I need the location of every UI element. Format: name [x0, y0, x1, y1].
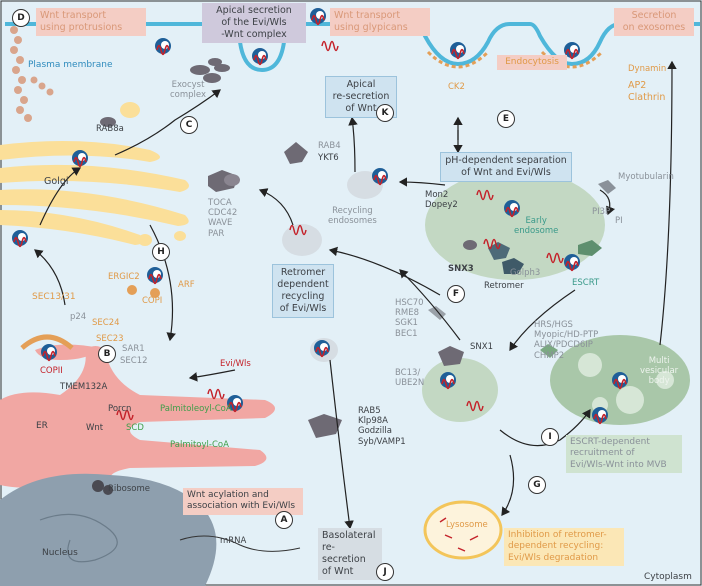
wnt-label: Wnt: [86, 423, 104, 433]
toca-group-label: TOCA CDC42 WAVE PAR: [208, 198, 238, 239]
golgi-label: Golgi: [44, 176, 69, 187]
copi-label: COPI: [142, 296, 163, 306]
rab8a-label: RAB8a: [96, 124, 124, 134]
marker-a: A: [275, 511, 293, 529]
sar1-label: SAR1: [122, 344, 145, 354]
palmitoyl-label: Palmitoyl-CoA: [170, 440, 229, 450]
clathrin-label: Clathrin: [628, 92, 666, 103]
wnt-protrusions-label: Wnt transport using protrusions: [36, 8, 146, 36]
pathway-arrows: [34, 60, 677, 530]
ap2-label: AP2: [628, 80, 647, 91]
rab5-group-label: RAB5 Klp98A Godzilla Syb/VAMP1: [358, 406, 406, 447]
wnt-glypicans-label: Wnt transport using glypicans: [330, 8, 430, 36]
early-endosome-shape: [425, 170, 605, 280]
ribosome-label: Ribosome: [108, 484, 151, 494]
pi3p-label: PI3P: [592, 207, 611, 217]
hrs-group-label: HRS/HGS Myopic/HD-PTP ALIX/PDCD6IP CHMP2: [534, 320, 599, 361]
escrt-dependent-label: ESCRT-dependent recruitment of Evi/Wls-W…: [566, 435, 682, 473]
p24-label: p24: [70, 312, 87, 322]
plasma-membrane-label: Plasma membrane: [28, 60, 113, 70]
er-label: ER: [36, 421, 48, 431]
marker-d: D: [12, 9, 30, 27]
recycling-endosome-2: [282, 224, 322, 256]
retromer-recycling-label: Retromer dependent recycling of Evi/Wls: [272, 264, 334, 318]
marker-f: F: [447, 285, 465, 303]
rab8a-shape: [100, 117, 116, 127]
marker-j: J: [376, 563, 394, 581]
sec24-label: SEC24: [92, 318, 120, 328]
marker-i: I: [541, 428, 559, 446]
marker-e: E: [497, 110, 515, 128]
sec23-label: SEC23: [96, 334, 124, 344]
tmem132a-label: TMEM132A: [60, 382, 108, 392]
secretion-exosomes-label: Secretion on exosomes: [614, 8, 694, 36]
ergic2-label: ERGIC2: [108, 272, 140, 282]
bc13-label: BC13/ UBE2N: [395, 368, 425, 389]
arf-label: ARF: [178, 280, 195, 290]
pi-label: PI: [615, 216, 623, 226]
dynamin-label: Dynamin: [628, 64, 667, 74]
copii-label: COPII: [40, 366, 63, 376]
ykt6-label: YKT6: [318, 153, 339, 163]
ck2-label: CK2: [448, 82, 465, 92]
mrna-label: mRNA: [220, 536, 247, 546]
inhibition-label: Inhibition of retromer- dependent recycl…: [504, 528, 624, 566]
retromer-label: Retromer: [484, 281, 524, 291]
mrna-strand: [179, 535, 301, 552]
ribosome-shape: [92, 480, 113, 495]
multivesicular-label: Multi vesicular body: [640, 356, 679, 387]
apical-secretion-label: Apical secretion of the Evi/Wls -Wnt com…: [202, 3, 306, 43]
nucleus-label: Nucleus: [42, 548, 78, 558]
hsc-group-label: HSC70 RME8 SGK1 BEC1: [395, 298, 424, 339]
protrusion-beads: [10, 26, 54, 122]
marker-k: K: [376, 104, 394, 122]
lysosome-shape: [423, 500, 503, 560]
early-endosome-label: Early endosome: [514, 216, 559, 237]
marker-b: B: [98, 345, 116, 363]
marker-h: H: [152, 243, 170, 261]
wnt-acylation-label: Wnt acylation and association with Evi/W…: [183, 488, 303, 515]
chromatin: [39, 513, 118, 563]
recycling-endosomes-label: Recycling endosomes: [328, 206, 377, 227]
myotubularin-label: Myotubularin: [618, 172, 674, 182]
nucleus-shape: [0, 473, 217, 586]
exocyst-shapes: [190, 58, 230, 83]
exocyst-complex-label: Exocyst complex: [170, 80, 207, 101]
sec12-label: SEC12: [120, 356, 148, 366]
evi-wls-label: Evi/Wls: [220, 359, 251, 369]
mon2-dopey2-label: Mon2 Dopey2: [425, 190, 458, 211]
snx3-label: SNX3: [448, 264, 474, 274]
golph3-label: Golph3: [510, 268, 541, 278]
lysosome-fragments: [439, 517, 479, 552]
endocytosis-label: Endocytosis: [497, 55, 567, 71]
scd-label: SCD: [126, 423, 144, 433]
lysosome-label: Lysosome: [446, 520, 488, 530]
palmitoleoyl-label: Palmitoleoyl-CoA: [160, 404, 232, 414]
escrt-label: ESCRT: [572, 278, 600, 288]
protein-clusters: [208, 142, 616, 438]
cytoplasm-label: Cytoplasm: [644, 572, 692, 582]
sec1331-label: SEC13/31: [32, 292, 76, 302]
porcn-label: Porcn: [108, 404, 132, 414]
endosome-snx1: [422, 358, 498, 422]
marker-g: G: [528, 476, 546, 494]
golgi-stacks: [0, 102, 189, 246]
plasma-membrane-line: [5, 22, 700, 73]
marker-c: C: [180, 116, 198, 134]
ph-separation-label: pH-dependent separation of Wnt and Evi/W…: [440, 152, 572, 182]
snx1-label: SNX1: [470, 342, 493, 352]
rab4-label: RAB4: [318, 141, 341, 151]
basolateral-label: Basolateral re-secretion of Wnt: [318, 528, 382, 580]
